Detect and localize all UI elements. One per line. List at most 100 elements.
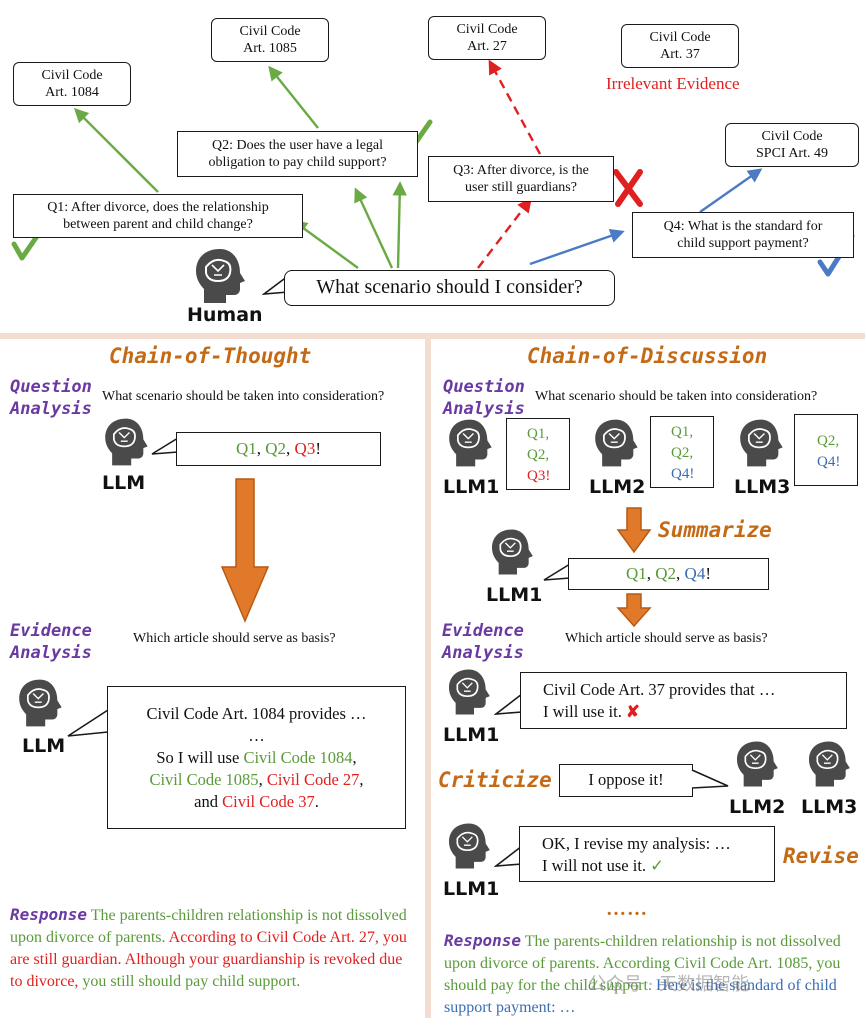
arrow-q2-1085 [268, 65, 319, 129]
code-27-line2: Art. 27 [467, 39, 507, 54]
watermark: 公众号 · 天数据智能 [588, 974, 750, 995]
cod-ea-line2: Analysis [442, 643, 524, 663]
cod-llm1-label: LLM1 [443, 476, 500, 498]
code-37-line2: Art. 37 [660, 47, 700, 62]
cot-sep1: , [256, 439, 266, 458]
cod-summary-q2: Q2 [655, 564, 677, 583]
cot-qa-line1: Question [10, 377, 92, 397]
cot-qa-line2: Analysis [10, 399, 92, 419]
cod-revise-tail [494, 845, 523, 867]
cot-q2: Q2 [265, 439, 287, 458]
cot-response-r1: According to Civil Code Art. 27, you are… [10, 929, 407, 990]
code-box-1084: Civil Code Art. 1084 [13, 62, 131, 106]
code-box-37: Civil Code Art. 37 [621, 24, 739, 68]
cod-llm1-bubble: Q1, Q2, Q3! [506, 418, 570, 490]
cod-title: Chain-of-Discussion [527, 344, 768, 368]
cod-llm2-label: LLM2 [589, 476, 646, 498]
cod-summary-llm1-label: LLM1 [486, 584, 543, 606]
cot-q3: Q3 [294, 439, 316, 458]
cod-dots: …… [606, 898, 648, 920]
cot-response-label: Response [10, 905, 88, 924]
cod-revise-llm1-label: LLM1 [443, 878, 500, 900]
q4-line2: child support payment? [677, 236, 809, 251]
human-head-icon [196, 249, 245, 303]
cot-speech-comma2: , [258, 770, 267, 789]
cot-speech-line1: Civil Code Art. 1084 provides … [146, 704, 367, 723]
q4-box: Q4: What is the standard for child suppo… [632, 212, 854, 258]
cot-llm2-head-icon [19, 679, 62, 727]
cod-criticize-label: Criticize [438, 768, 552, 792]
q1-line2: between parent and child change? [63, 217, 253, 232]
cot-evidence-prompt: Which article should serve as basis? [133, 631, 336, 646]
cod-llm1-q1: Q1, [527, 426, 550, 442]
cot-speech-use: So I will use [156, 748, 244, 767]
cod-ea-line1: Evidence [442, 621, 524, 641]
cot-llm-head-icon [105, 418, 148, 466]
cod-summary-tail [543, 563, 571, 581]
q1-box: Q1: After divorce, does the relationship… [13, 194, 303, 238]
cot-evidence-analysis-label: Evidence Analysis [10, 620, 92, 664]
cod-summary-q4: Q4 [684, 564, 706, 583]
cot-speech-bubble: Civil Code Art. 1084 provides … … So I w… [107, 686, 406, 829]
cod-summary-end: ! [705, 564, 711, 583]
cross-icon: ✘ [625, 702, 640, 721]
cod-summary-llm1-head-icon [492, 529, 533, 575]
code-box-27: Civil Code Art. 27 [428, 16, 546, 60]
cod-evidence-arrow [616, 593, 652, 628]
q2-line1: Q2: Does the user have a legal [211, 138, 384, 153]
cod-critic-llm2-label: LLM2 [729, 796, 786, 818]
top-arrows [11, 59, 855, 277]
cot-speech-comma1: , [352, 748, 357, 767]
cot-speech-line4: Civil Code 1085, Civil Code 27, [108, 769, 405, 791]
cod-llm2-head-icon [595, 419, 638, 467]
q3-line1: Q3: After divorce, is the [453, 163, 589, 178]
cod-claim-line1: Civil Code Art. 37 provides that … [543, 680, 776, 699]
cod-claim-llm1-label: LLM1 [443, 724, 500, 746]
code-box-spci49: Civil Code SPCI Art. 49 [725, 123, 859, 167]
cod-revise-notuse: I will not use it. [542, 856, 647, 875]
cot-speech-line5: and Civil Code 37. [108, 791, 405, 813]
cod-summary-q1: Q1 [625, 564, 647, 583]
cod-summary-bubble: Q1, Q2, Q4! [568, 558, 769, 590]
q2-line2: obligation to pay child support? [208, 155, 387, 170]
cot-ea-line1: Evidence [10, 621, 92, 641]
cod-oppose-text: I oppose it! [588, 770, 664, 789]
cot-title: Chain-of-Thought [109, 344, 312, 368]
arrow-q3-27 [488, 59, 542, 155]
cod-response: Response The parents-children relationsh… [444, 930, 859, 1018]
middle-divider [425, 339, 431, 1018]
human-question-text: What scenario should I consider? [316, 276, 583, 298]
cod-summary-sep1: , [646, 564, 656, 583]
cot-speech-tail [67, 709, 109, 737]
cot-ea-line2: Analysis [10, 643, 92, 663]
cod-llm2-bubble: Q1, Q2, Q4! [650, 416, 714, 488]
x-q3-icon [613, 169, 643, 207]
cod-qa-line1: Question [443, 377, 525, 397]
cod-revise-line2: I will not use it. ✓ [542, 855, 774, 877]
cot-end: ! [315, 439, 321, 458]
code-27-line1: Civil Code [456, 22, 518, 37]
cod-llm3-bubble: Q2, Q4! [794, 414, 858, 486]
cot-llm2-label: LLM [22, 735, 66, 757]
cod-critic-llm3-label: LLM3 [801, 796, 858, 818]
cod-llm3-label: LLM3 [734, 476, 791, 498]
cot-response-g1: The parents-children relationship is not… [10, 907, 407, 946]
cod-response-label: Response [444, 931, 522, 950]
cot-speech-and: and [194, 792, 223, 811]
code-1085-line2: Art. 1085 [243, 41, 297, 56]
cot-speech-c37: Civil Code 37 [222, 792, 315, 811]
cot-down-arrow [220, 478, 270, 623]
code-37-line1: Civil Code [649, 30, 711, 45]
arrow-human-q4 [529, 228, 625, 266]
cod-response-g1: The parents-children relationship is not… [444, 933, 841, 994]
arrow-human-q2b [392, 181, 407, 269]
check-icon: ✓ [650, 856, 664, 875]
cod-summary-sep2: , [676, 564, 685, 583]
cod-evidence-prompt: Which article should serve as basis? [565, 631, 768, 646]
cod-qa-line2: Analysis [443, 399, 525, 419]
cod-claim-line2: I will use it. ✘ [543, 701, 846, 723]
q3-line2: user still guardians? [465, 180, 577, 195]
cot-llm-label: LLM [102, 472, 146, 494]
code-1084-line2: Art. 1084 [45, 85, 99, 100]
